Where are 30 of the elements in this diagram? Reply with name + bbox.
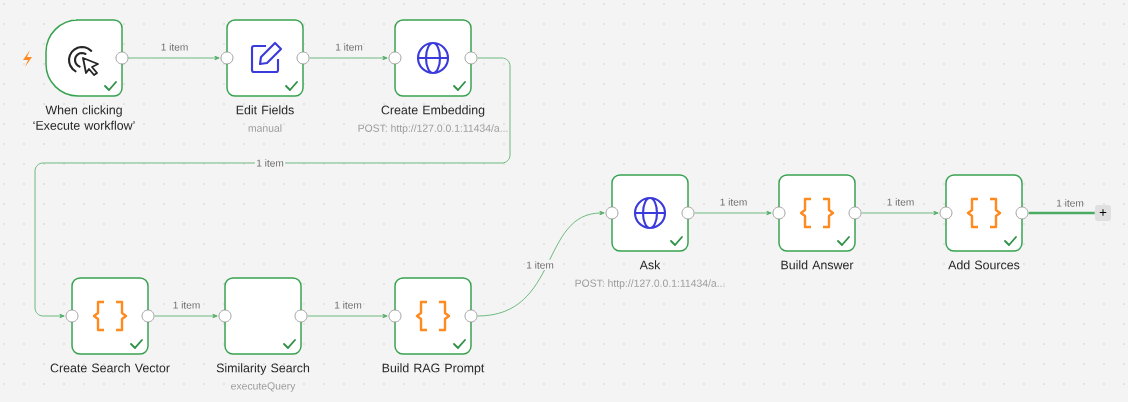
edge-label: 1 item — [173, 301, 200, 309]
node-title: Ask — [639, 260, 661, 270]
node-subtitle: manual — [248, 124, 282, 132]
node-subtitle: POST: http://127.0.0.1:11434/a... — [358, 124, 508, 134]
connector-arrow — [127, 55, 220, 61]
connector-arrow — [154, 313, 218, 319]
connector-arrow — [307, 313, 388, 319]
edge-label: 1 item — [1057, 199, 1084, 207]
edge-label: 1 item — [161, 43, 188, 51]
connector-arrow — [477, 210, 605, 317]
edge-label: 1 item — [257, 159, 284, 167]
edge-label: 1 item — [527, 261, 554, 269]
edge-label: 1 item — [336, 43, 363, 51]
edge-label: 1 item — [720, 198, 747, 206]
edge-label: 1 item — [887, 198, 914, 206]
node-title: Edit Fields — [236, 105, 294, 115]
node-title: Add Sources — [948, 260, 1020, 270]
node-title: Build RAG Prompt — [382, 363, 485, 375]
connector-arrow — [694, 210, 772, 216]
node-title: Similarity Search — [216, 363, 310, 375]
node-subtitle: executeQuery — [231, 382, 296, 392]
edge-label: 1 item — [335, 301, 362, 309]
node-title: Create Search Vector — [50, 363, 170, 373]
node-title: Create Embedding — [381, 105, 485, 117]
connector-arrow — [861, 210, 939, 216]
connector-arrow — [34, 57, 511, 319]
connector-arrow — [309, 55, 388, 61]
node-title: When clicking ‘Execute workflow’ — [33, 105, 135, 130]
node-title: Build Answer — [781, 260, 854, 270]
node-subtitle: POST: http://127.0.0.1:11434/a... — [575, 279, 725, 289]
